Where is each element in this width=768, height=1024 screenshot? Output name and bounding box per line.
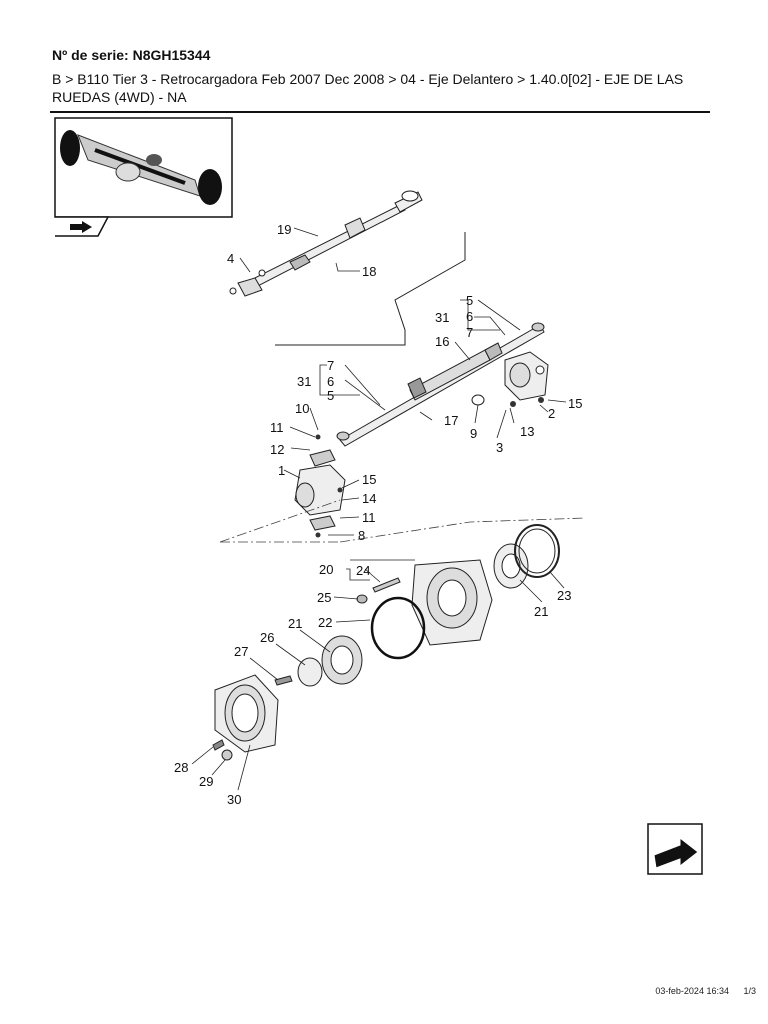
print-datetime: 03-feb-2024 16:34 [655,986,729,996]
next-page-button[interactable] [647,823,703,875]
tie-rod-assembly [336,322,545,447]
callout-22: 22 [318,615,332,630]
callout-6-right: 6 [466,309,473,324]
page-footer: 03-feb-2024 16:34 1/3 [655,986,756,996]
callout-11-lower: 11 [362,510,376,525]
callout-15-right: 15 [568,396,582,411]
callout-1: 1 [278,463,285,478]
callout-5-right: 5 [466,293,473,308]
assembly-separator-line [275,232,466,346]
steering-cylinder-assembly [229,190,423,297]
leader-lines [191,227,567,791]
header-divider [50,111,710,113]
axle-thumbnail-image [60,130,222,205]
callout-20: 20 [319,562,333,577]
callout-9: 9 [470,426,477,441]
callout-4: 4 [227,251,234,266]
axle-thumbnail[interactable] [54,117,233,237]
callout-28: 28 [174,760,188,775]
wheel-hub-assembly [212,524,560,761]
callout-25: 25 [317,590,331,605]
serial-number: Nº de serie: N8GH15344 [52,47,211,63]
callout-23: 23 [557,588,571,603]
callout-15-left: 15 [362,472,376,487]
callout-17: 17 [444,413,458,428]
callout-6-left: 6 [327,374,334,389]
callout-12: 12 [270,442,284,457]
callout-18: 18 [362,264,376,279]
callout-13: 13 [520,424,534,439]
callout-5-left: 5 [327,388,334,403]
breadcrumb: B > B110 Tier 3 - Retrocargadora Feb 200… [52,71,684,105]
callout-29: 29 [199,774,213,789]
callout-21-right: 21 [534,604,548,619]
callout-26: 26 [260,630,274,645]
callout-2: 2 [548,406,555,421]
callout-7-left: 7 [327,358,334,373]
next-arrow-icon [653,836,699,869]
callout-31-right: 31 [435,310,449,325]
return-arrow-icon [70,221,92,233]
callout-27: 27 [234,644,248,659]
page-number: 1/3 [743,986,756,996]
callout-30: 30 [227,792,241,807]
callout-16: 16 [435,334,449,349]
callout-31-left: 31 [297,374,311,389]
right-steering-knuckle [471,351,549,407]
callout-labels: 19 4 18 5 31 6 7 16 7 31 6 5 10 17 15 2 … [174,222,582,807]
callout-8: 8 [358,528,365,543]
callout-3: 3 [496,440,503,455]
callout-19: 19 [277,222,291,237]
callout-24: 24 [356,563,370,578]
centerline-upper [219,499,586,543]
callout-7-right: 7 [466,325,473,340]
callout-11-upper: 11 [270,420,284,435]
callout-21-left: 21 [288,616,302,631]
left-steering-knuckle [294,434,346,538]
callout-14: 14 [362,491,376,506]
callout-10: 10 [295,401,309,416]
